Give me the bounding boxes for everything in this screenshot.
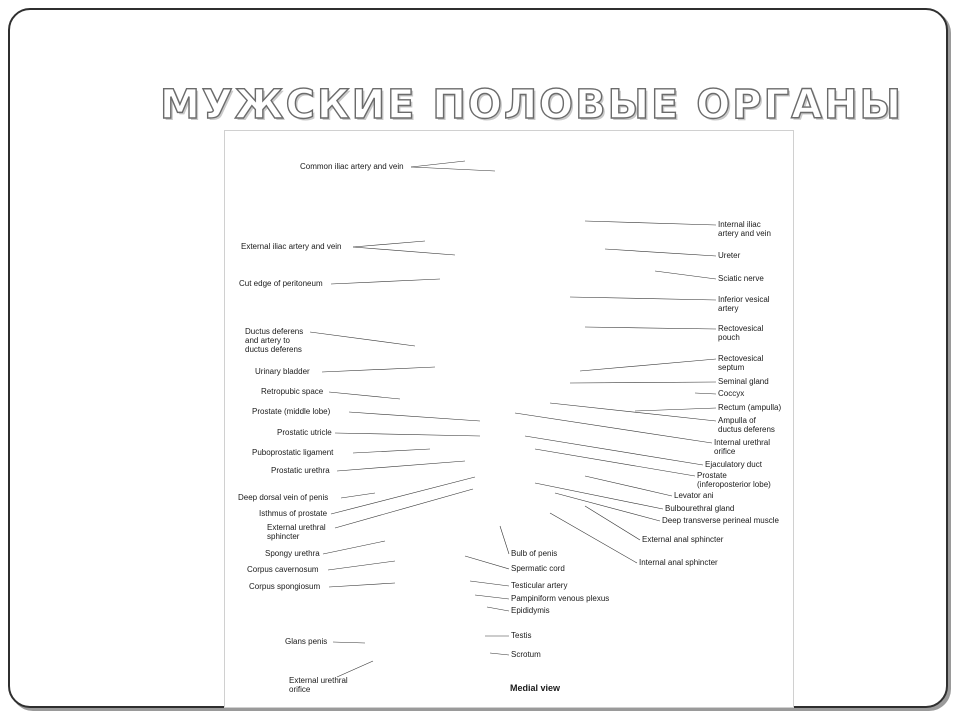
label-inferior-vesical-2: artery — [718, 304, 738, 313]
label-rectovesical-pouch-1: Rectovesical — [718, 324, 764, 333]
label-retropubic-space: Retropubic space — [261, 387, 324, 396]
label-internal-anal-sphincter: Internal anal sphincter — [639, 558, 718, 567]
label-sciatic-nerve: Sciatic nerve — [718, 274, 764, 283]
label-external-iliac: External iliac artery and vein — [241, 242, 342, 251]
label-spermatic-cord: Spermatic cord — [511, 564, 565, 573]
label-ejaculatory-duct: Ejaculatory duct — [705, 460, 763, 469]
label-seminal-gland: Seminal gland — [718, 377, 769, 386]
label-prostate-middle-lobe: Prostate (middle lobe) — [252, 407, 331, 416]
label-prostatic-utricle: Prostatic utricle — [277, 428, 332, 437]
label-internal-iliac-1: Internal iliac — [718, 220, 761, 229]
label-isthmus-prostate: Isthmus of prostate — [259, 509, 328, 518]
label-internal-urethral-orifice-2: orifice — [714, 447, 736, 456]
label-rectovesical-septum-1: Rectovesical — [718, 354, 764, 363]
label-rectovesical-pouch-2: pouch — [718, 333, 740, 342]
label-ampulla-ductus-1: Ampulla of — [718, 416, 757, 425]
label-pampiniform-plexus: Pampiniform venous plexus — [511, 594, 609, 603]
label-scrotum: Scrotum — [511, 650, 541, 659]
label-corpus-spongiosum: Corpus spongiosum — [249, 582, 320, 591]
label-external-urethral-sphincter-1: External urethral — [267, 523, 326, 532]
figure-caption: Medial view — [510, 683, 561, 693]
label-deep-dorsal-vein: Deep dorsal vein of penis — [238, 493, 328, 502]
label-external-urethral-orifice-2: orifice — [289, 685, 311, 694]
label-testicular-artery: Testicular artery — [511, 581, 567, 590]
label-rectovesical-septum-2: septum — [718, 363, 745, 372]
label-common-iliac: Common iliac artery and vein — [300, 162, 404, 171]
label-external-anal-sphincter: External anal sphincter — [642, 535, 724, 544]
labels-left: Common iliac artery and vein External il… — [238, 160, 496, 694]
label-puboprostatic-ligament: Puboprostatic ligament — [252, 448, 334, 457]
label-urinary-bladder: Urinary bladder — [255, 367, 310, 376]
label-bulb-of-penis: Bulb of penis — [511, 549, 557, 558]
label-ductus-deferens-2: and artery to — [245, 336, 290, 345]
label-prostatic-urethra: Prostatic urethra — [271, 466, 330, 475]
label-testis: Testis — [511, 631, 531, 640]
labels-right: Internal iliac artery and vein Ureter Sc… — [514, 220, 781, 567]
label-external-urethral-orifice-1: External urethral — [289, 676, 348, 685]
label-external-urethral-sphincter-2: sphincter — [267, 532, 300, 541]
label-prostate-inferoposterior-1: Prostate — [697, 471, 727, 480]
slide-title: МУЖСКИЕ ПОЛОВЫЕ ОРГАНЫ — [159, 81, 903, 128]
label-rectum-ampulla: Rectum (ampulla) — [718, 403, 781, 412]
label-ureter: Ureter — [718, 251, 741, 260]
labels-bottom: Bulb of penis Spermatic cord Testicular … — [464, 525, 609, 693]
anatomy-illustration: Common iliac artery and vein External il… — [238, 160, 781, 694]
label-inferior-vesical-1: Inferior vesical — [718, 295, 770, 304]
label-internal-urethral-orifice-1: Internal urethral — [714, 438, 770, 447]
label-spongy-urethra: Spongy urethra — [265, 549, 320, 558]
label-ampulla-ductus-2: ductus deferens — [718, 425, 775, 434]
label-ductus-deferens-1: Ductus deferens — [245, 327, 303, 336]
label-glans-penis: Glans penis — [285, 637, 327, 646]
label-levator-ani: Levator ani — [674, 491, 714, 500]
label-internal-iliac-2: artery and vein — [718, 229, 771, 238]
label-bulbourethral-gland: Bulbourethral gland — [665, 504, 734, 513]
label-corpus-cavernosum: Corpus cavernosum — [247, 565, 319, 574]
label-deep-transverse-perineal: Deep transverse perineal muscle — [662, 516, 779, 525]
label-ductus-deferens-3: ductus deferens — [245, 345, 302, 354]
label-cut-edge-peritoneum: Cut edge of peritoneum — [239, 279, 323, 288]
anatomy-figure: Common iliac artery and vein External il… — [224, 130, 794, 708]
label-epididymis: Epididymis — [511, 606, 550, 615]
label-prostate-inferoposterior-2: (inferoposterior lobe) — [697, 480, 771, 489]
label-coccyx: Coccyx — [718, 389, 744, 398]
